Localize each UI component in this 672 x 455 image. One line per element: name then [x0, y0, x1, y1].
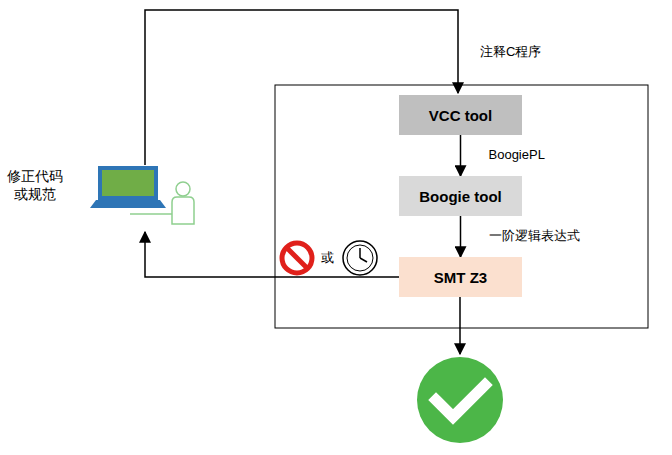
note-label: 注释C程序 [480, 44, 570, 60]
success-check [417, 357, 503, 443]
system-frame [275, 85, 648, 328]
process-box: SMT Z3 [399, 257, 522, 297]
box-label: VCC tool [429, 107, 492, 124]
output-arrow [459, 297, 461, 354]
prohibited-icon [282, 243, 312, 273]
process-box: Boogie tool [399, 176, 522, 216]
edge-label: BoogiePL [489, 147, 545, 163]
input-arrow [145, 10, 458, 165]
note-label: 修正代码 或规范 [4, 168, 66, 203]
box-label: SMT Z3 [434, 269, 487, 286]
edge-label: 一阶逻辑表达式 [489, 228, 580, 244]
person-icon [130, 182, 194, 224]
process-box: VCC tool [399, 95, 522, 135]
clock-icon [343, 241, 377, 275]
box-label: Boogie tool [419, 188, 502, 205]
flow-arrow [460, 135, 462, 176]
flow-arrow [460, 216, 462, 257]
laptop-icon [90, 168, 166, 208]
note-label: 或 [321, 250, 341, 266]
feedback-arrow [145, 232, 399, 277]
